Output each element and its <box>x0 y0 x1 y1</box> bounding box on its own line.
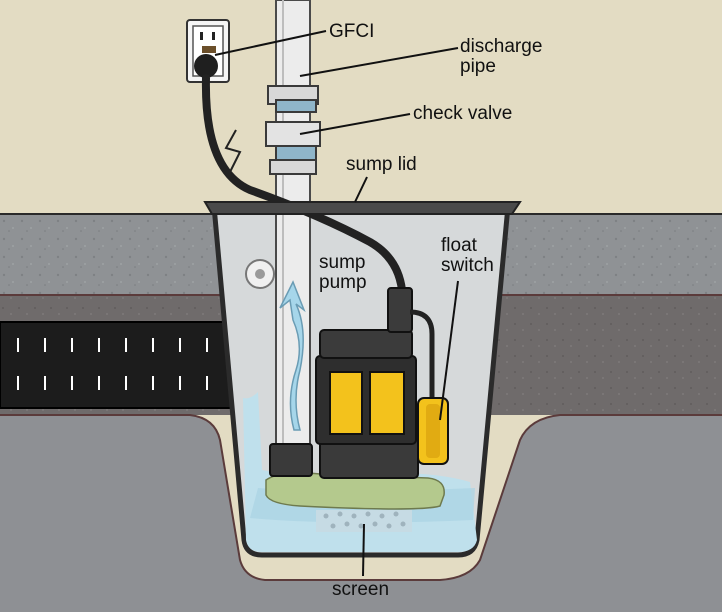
label-sump-pump: sump pump <box>319 253 367 293</box>
sump-lid <box>203 201 522 215</box>
label-gfci: GFCI <box>329 21 375 42</box>
drain-tile-pipe <box>0 321 251 409</box>
screen <box>316 510 412 532</box>
label-pump-line2: pump <box>319 272 367 293</box>
label-screen: screen <box>332 579 390 600</box>
gfci-outlet <box>186 19 230 83</box>
leader-screen <box>362 523 365 577</box>
label-pump-line1: sump <box>319 252 366 273</box>
check-valve <box>265 85 321 175</box>
leader-float <box>439 280 459 421</box>
label-discharge-line1: discharge <box>460 36 543 57</box>
label-discharge-line2: pipe <box>460 56 496 77</box>
leader-discharge <box>299 47 459 77</box>
wall <box>0 0 722 215</box>
sump-pump <box>269 287 419 479</box>
label-float-switch: float switch <box>441 236 494 276</box>
label-float-line2: switch <box>441 255 494 276</box>
label-sump-lid: sump lid <box>346 154 417 175</box>
leader-lid <box>354 176 368 203</box>
flow-arrow <box>279 280 306 431</box>
leader-gfci <box>214 30 327 56</box>
label-float-line1: float <box>441 235 477 256</box>
lower-gravel <box>0 415 722 612</box>
label-discharge-pipe: discharge pipe <box>460 37 542 77</box>
leader-check <box>299 113 411 135</box>
label-check-valve: check valve <box>413 103 513 124</box>
